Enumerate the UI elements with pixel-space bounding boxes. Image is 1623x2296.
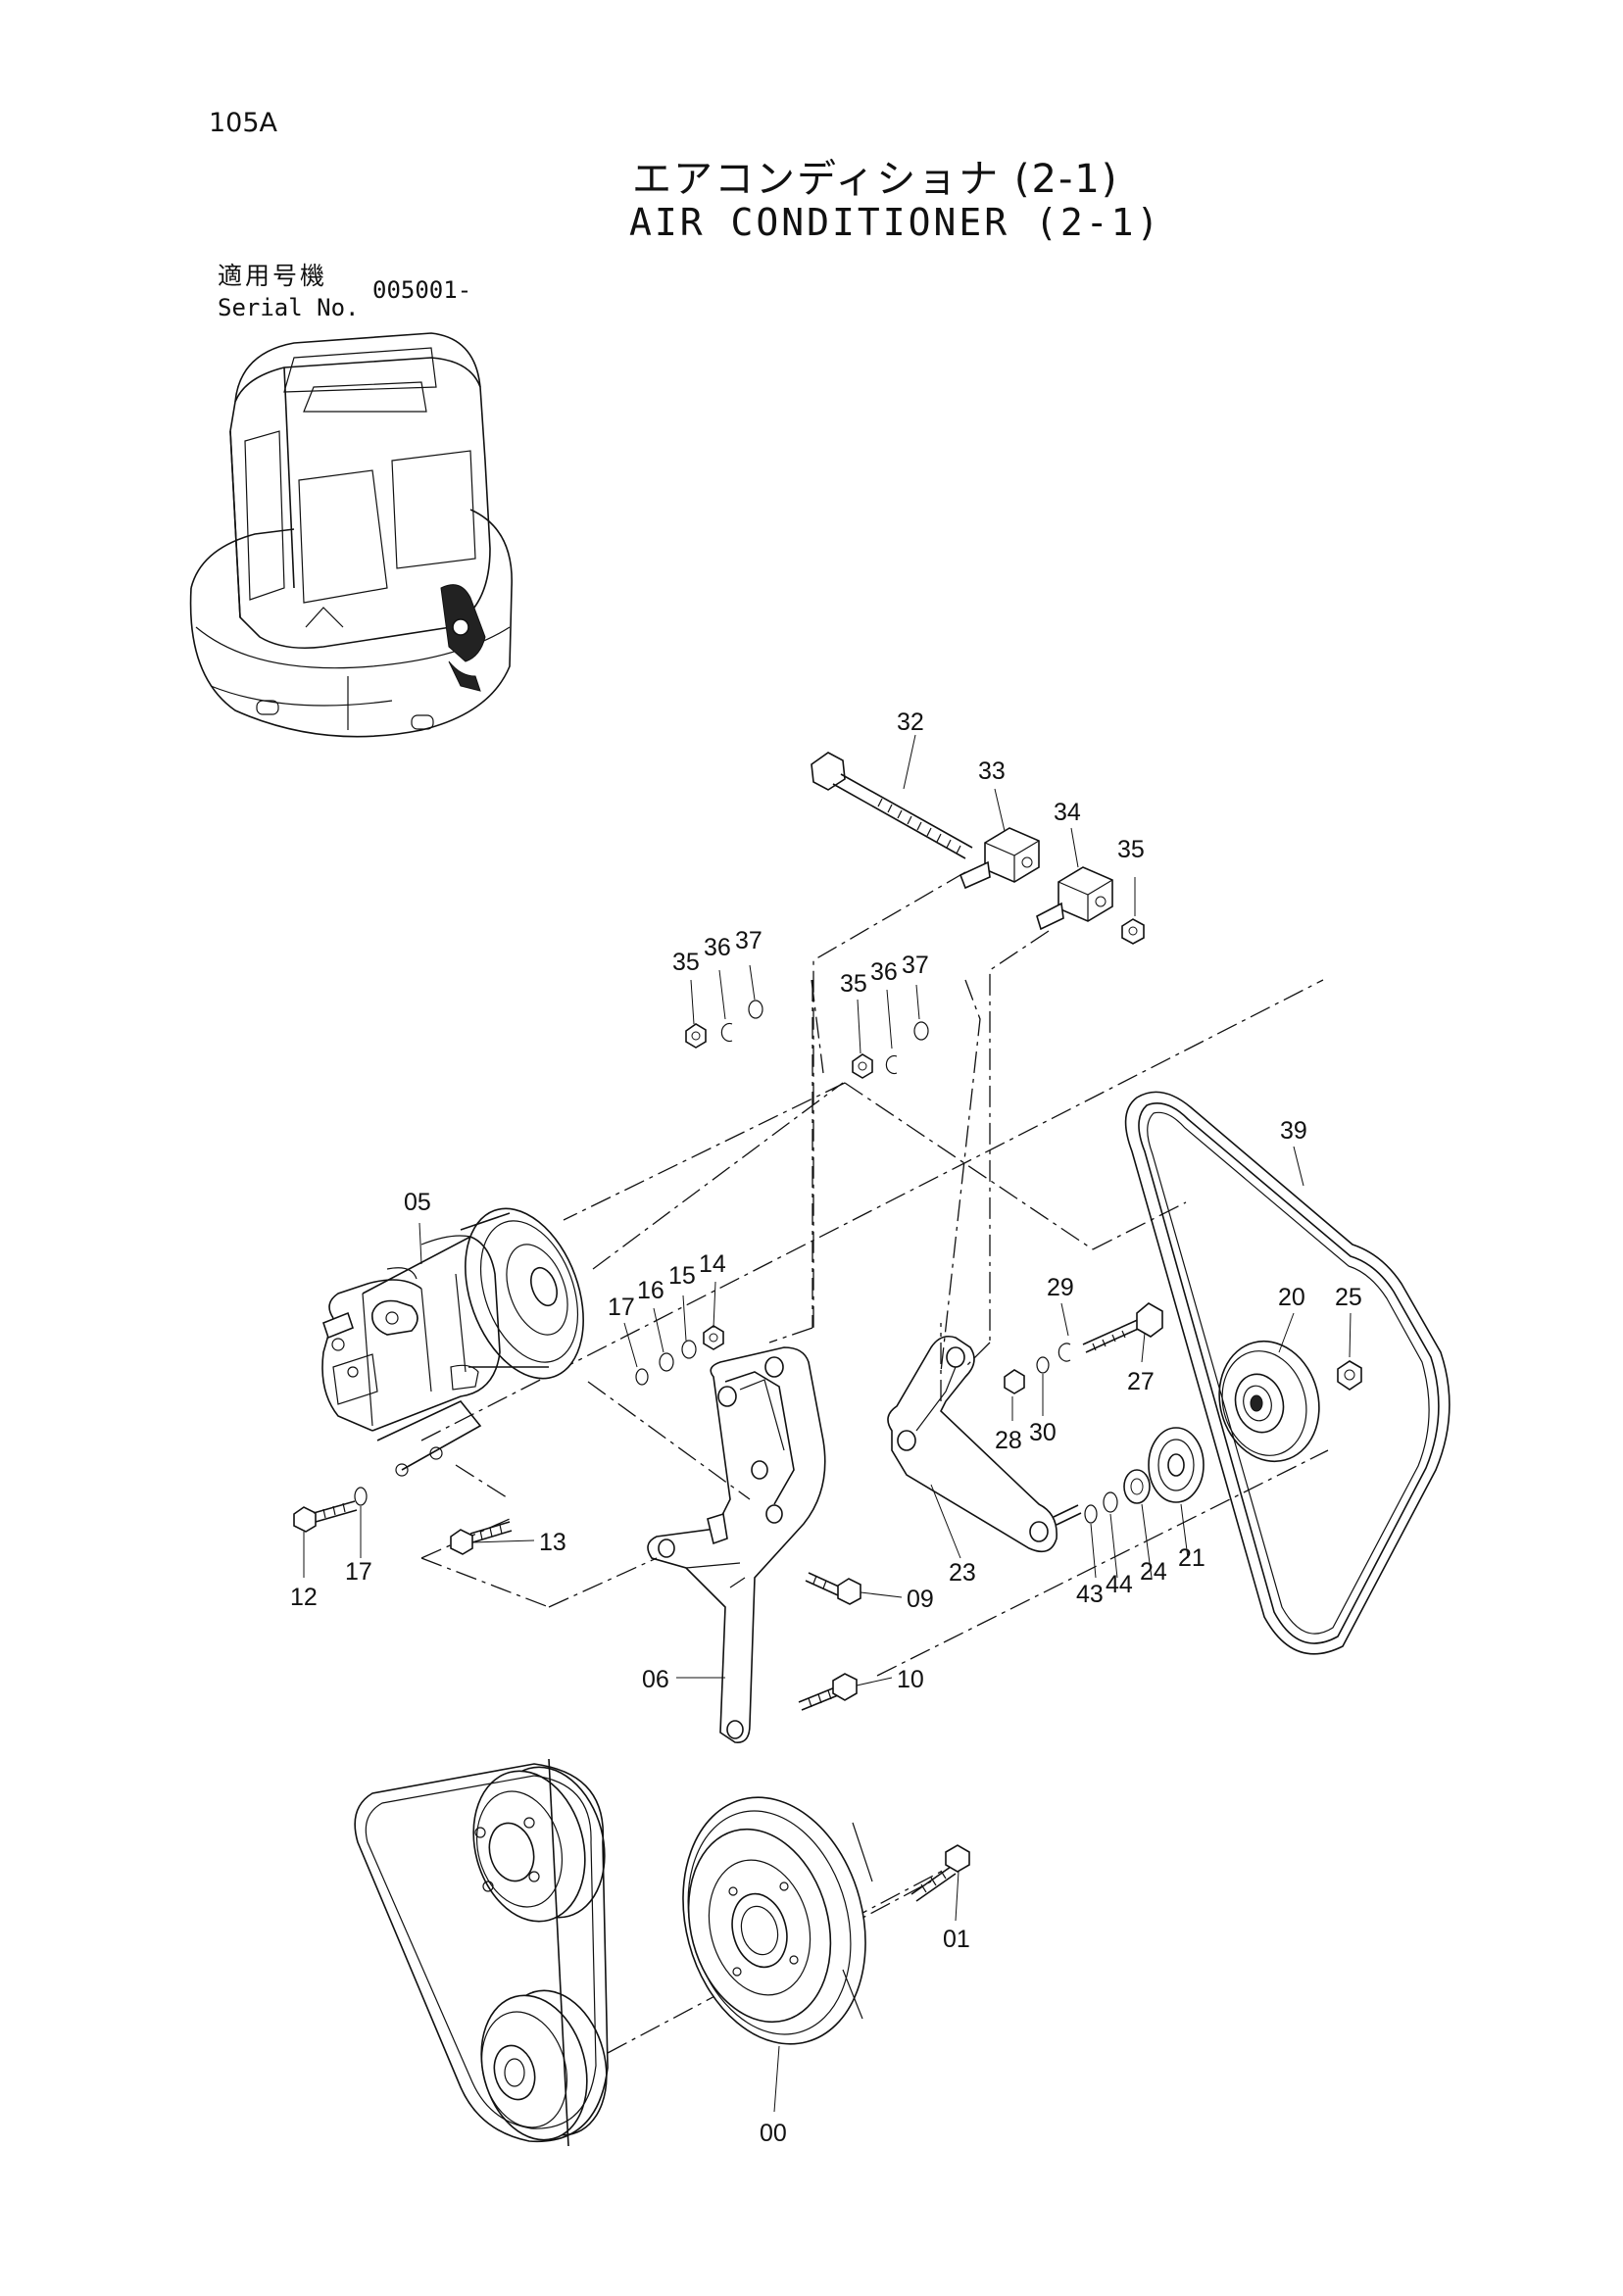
page-number: 105A <box>209 108 278 138</box>
idler-pulley-20 <box>1218 1340 1320 1463</box>
callout-33: 33 <box>978 757 1006 785</box>
callout-leader-lines <box>303 734 1352 2113</box>
small-hardware <box>293 918 1362 1902</box>
callout-00: 00 <box>760 2120 787 2147</box>
serial-label-english: Serial No. <box>218 294 360 321</box>
callout-36-left: 36 <box>704 934 731 961</box>
callout-34: 34 <box>1054 799 1081 826</box>
part-callouts: 32 33 34 35 35 36 37 35 36 37 39 05 17 1… <box>290 708 1362 2147</box>
callout-10: 10 <box>897 1666 924 1693</box>
adjusting-block-34 <box>1036 866 1113 931</box>
title-japanese: エアコンディショナ (2-1) <box>632 157 1119 202</box>
callout-24: 24 <box>1140 1558 1167 1586</box>
callout-43: 43 <box>1076 1581 1104 1608</box>
v-belt-39 <box>1124 1091 1451 1655</box>
callout-16: 16 <box>637 1277 664 1304</box>
callout-39: 39 <box>1280 1117 1307 1145</box>
callout-30: 30 <box>1029 1419 1057 1446</box>
callout-44: 44 <box>1106 1571 1133 1598</box>
title-english: AIR CONDITIONER (2-1) <box>629 201 1162 244</box>
compressor-05 <box>321 1207 584 1477</box>
callout-37-left: 37 <box>735 927 762 954</box>
serial-number-value: 005001- <box>372 276 472 304</box>
callout-13: 13 <box>539 1529 566 1556</box>
callout-29: 29 <box>1047 1274 1074 1301</box>
callout-35-middle: 35 <box>840 970 867 998</box>
callout-23: 23 <box>949 1559 976 1587</box>
callout-17-upper: 17 <box>608 1294 635 1321</box>
callout-27: 27 <box>1127 1368 1155 1395</box>
callout-20: 20 <box>1278 1284 1305 1311</box>
callout-35-top: 35 <box>1117 836 1145 863</box>
adjusting-bolt-32 <box>811 752 973 859</box>
tension-arm-23 <box>887 1335 1057 1553</box>
callout-36-middle: 36 <box>870 958 898 986</box>
callout-35-left: 35 <box>672 949 700 976</box>
callout-15: 15 <box>668 1262 696 1290</box>
callout-28: 28 <box>995 1427 1022 1454</box>
crank-pulley-00 <box>682 1796 873 2045</box>
callout-32: 32 <box>897 708 924 736</box>
engine-pulleys-and-belt <box>354 1758 609 2147</box>
callout-12: 12 <box>290 1584 318 1611</box>
callout-21: 21 <box>1178 1544 1205 1572</box>
callout-01: 01 <box>943 1926 970 1953</box>
machine-cab-illustration <box>189 332 513 738</box>
callout-17-lower: 17 <box>345 1558 372 1586</box>
callout-37-middle: 37 <box>902 952 929 979</box>
callout-06: 06 <box>642 1666 669 1693</box>
callout-05: 05 <box>404 1189 431 1216</box>
idler-parts-21-24 <box>1123 1427 1205 1504</box>
callout-14: 14 <box>699 1250 726 1278</box>
bracket-06 <box>647 1346 826 1743</box>
callout-25: 25 <box>1335 1284 1362 1311</box>
adjusting-block-33 <box>959 827 1040 890</box>
serial-label-japanese: 適用号機 <box>218 262 328 290</box>
callout-09: 09 <box>907 1586 934 1613</box>
